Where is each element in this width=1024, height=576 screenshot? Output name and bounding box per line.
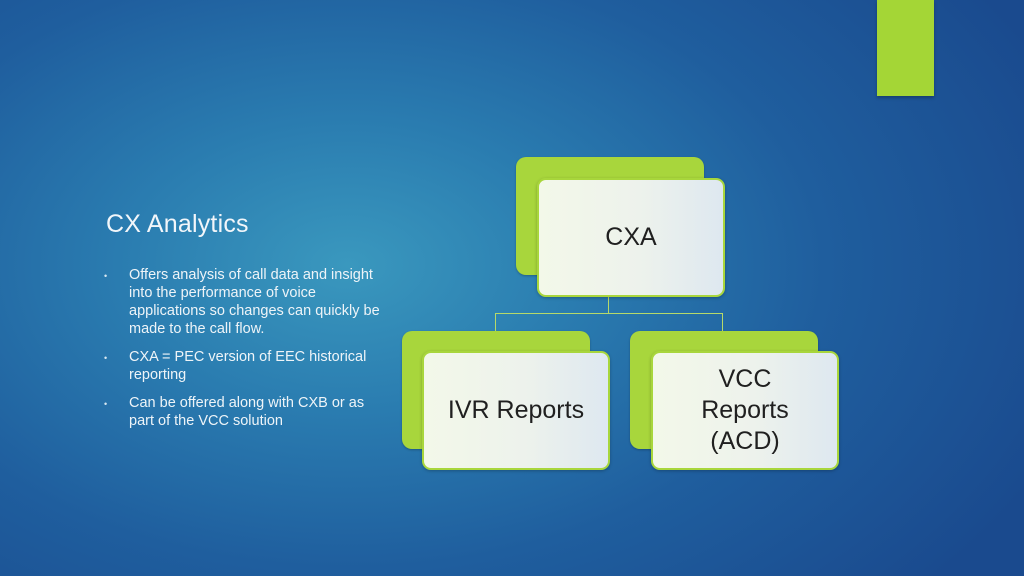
bullet-text: Offers analysis of call data and insight… — [129, 267, 380, 337]
connector-root-down — [608, 296, 609, 313]
vcc-reports-node: VCC Reports (ACD) — [651, 351, 839, 470]
bullet-text: Can be offered along with CXB or as part… — [129, 395, 365, 429]
ivr-reports-label: IVR Reports — [447, 396, 585, 424]
bullet-text: CXA = PEC version of EEC historical repo… — [129, 349, 367, 383]
ivr-reports-node: IVR Reports — [422, 351, 610, 470]
bullet-icon: • — [104, 271, 108, 281]
bullet-item: • Can be offered along with CXB or as par… — [104, 394, 384, 430]
vcc-reports-label: VCC Reports (ACD) — [701, 365, 789, 455]
bullet-item: • Offers analysis of call data and insigh… — [104, 266, 384, 338]
connector-horizontal — [495, 313, 723, 314]
connector-left-down — [495, 313, 496, 331]
bullet-list: • Offers analysis of call data and insigh… — [104, 266, 384, 440]
cxa-node: CXA — [537, 178, 725, 297]
slide-title: CX Analytics — [106, 210, 249, 238]
cxa-node-label: CXA — [605, 223, 657, 251]
bullet-item: • CXA = PEC version of EEC historical rep… — [104, 348, 384, 384]
connector-right-down — [722, 313, 723, 331]
accent-bar — [877, 0, 934, 96]
bullet-icon: • — [104, 353, 108, 363]
bullet-icon: • — [104, 399, 108, 409]
